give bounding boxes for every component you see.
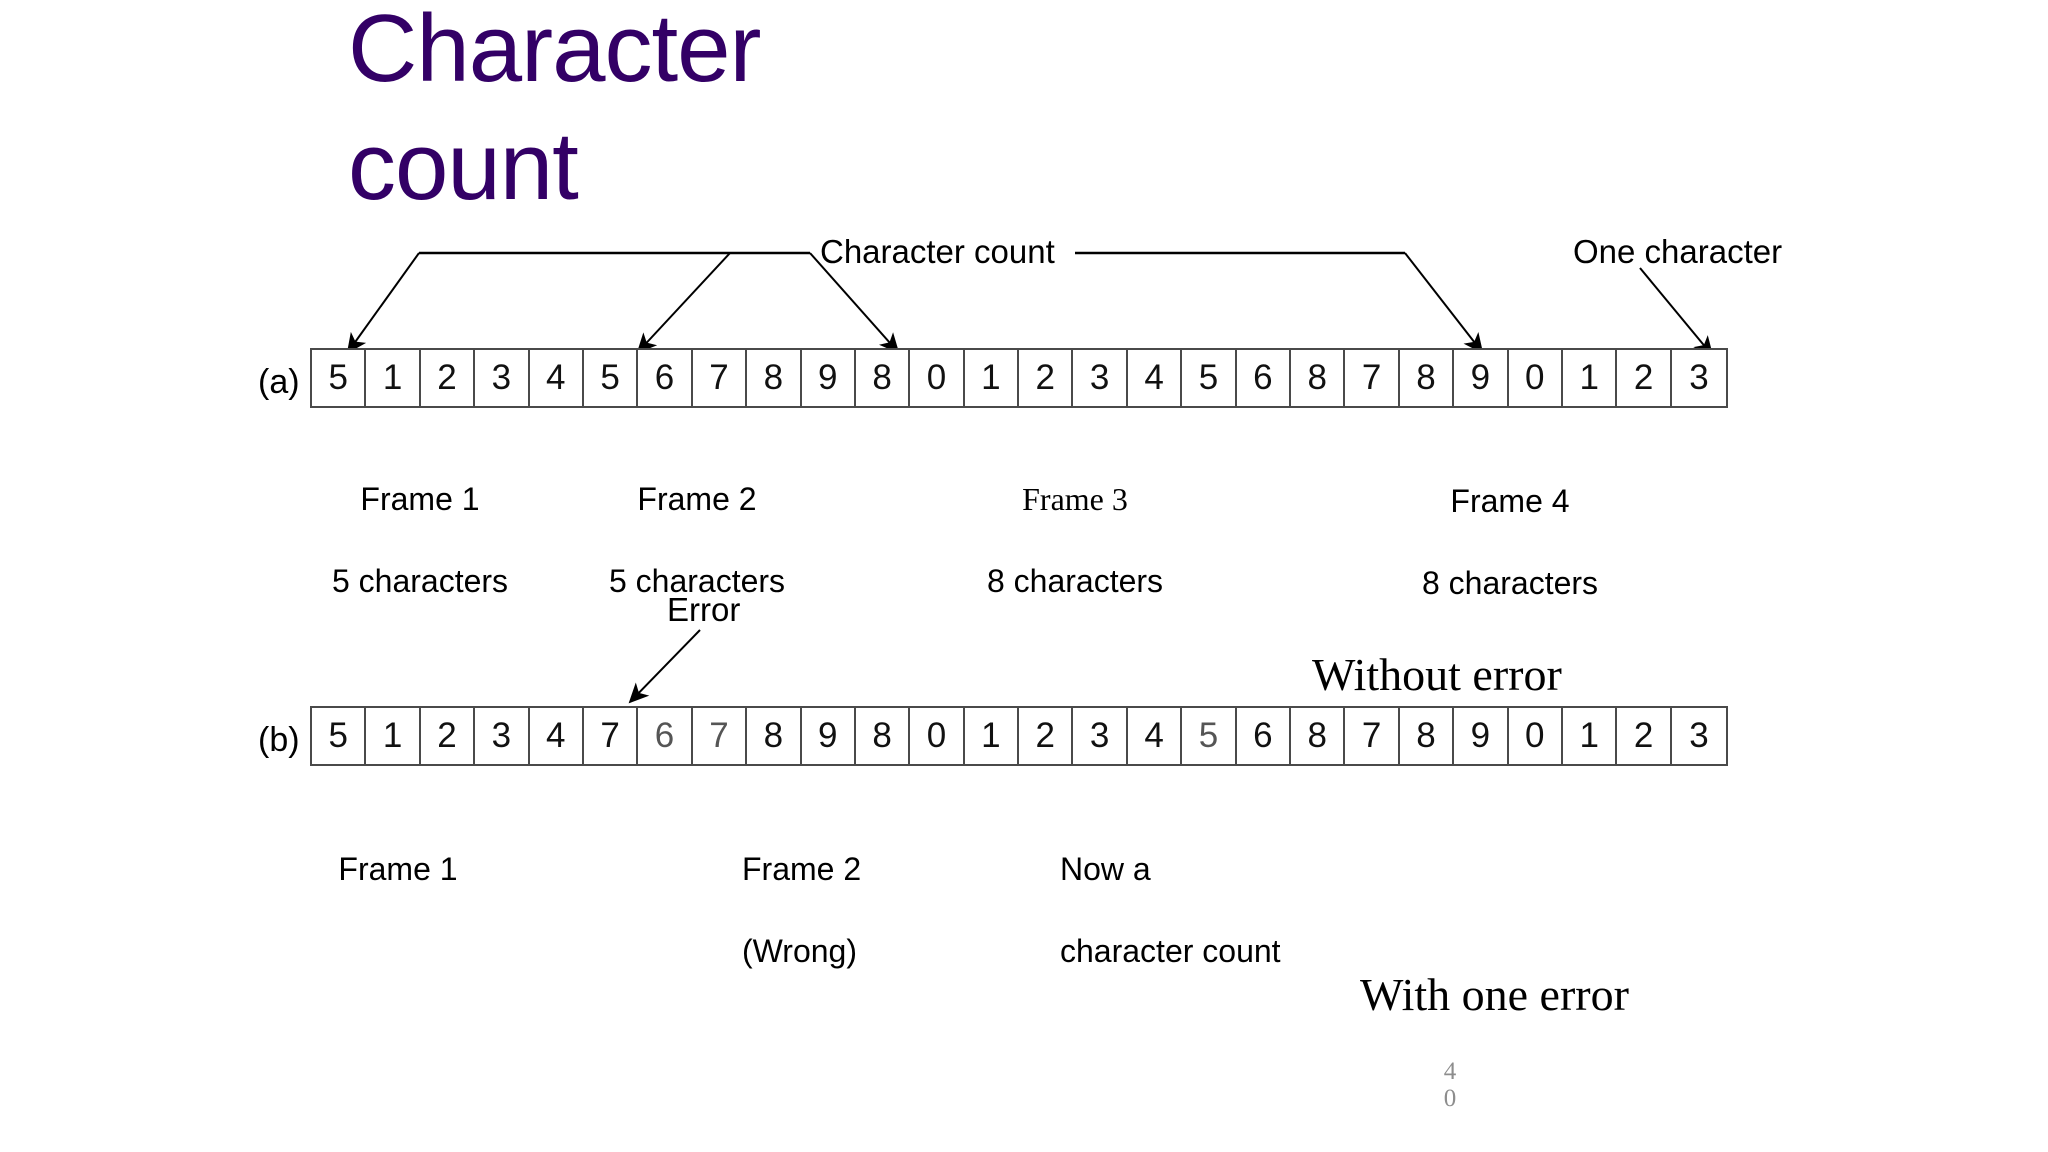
byte-cell: 3 (1689, 358, 1709, 397)
byte-cell: 9 (802, 350, 856, 406)
frame-caption-b-3: Now a character count (1060, 808, 1360, 1013)
byte-cell: 2 (1019, 350, 1074, 406)
byte-cell: 8 (747, 350, 802, 406)
byte-cell: 3 (1073, 350, 1128, 406)
byte-cell: 8 (1400, 350, 1455, 406)
byte-cell: 8 (747, 708, 802, 764)
byte-cell: 4 (530, 708, 584, 764)
byte-cell: 7 (1345, 350, 1400, 406)
byte-cell: 3 (475, 350, 530, 406)
byte-cell: 2 (421, 708, 476, 764)
byte-cell: 3 (1689, 716, 1709, 755)
byte-cell: 3 (475, 708, 530, 764)
annotation-error: Error (667, 591, 741, 628)
frame-count: 8 characters (1421, 565, 1599, 601)
byte-cell: 8 (1291, 708, 1346, 764)
frame-count: 5 characters (331, 563, 509, 599)
frame-caption-a-2: Frame 2 5 characters (577, 438, 817, 643)
frame-name: Frame 1 (360, 481, 480, 517)
byte-cell: 1 (1563, 708, 1618, 764)
frame-note-line2: character count (1060, 933, 1281, 969)
frame-name: Frame 4 (1450, 483, 1570, 519)
byte-cell: 9 (1454, 350, 1509, 406)
byte-cell: 0 (910, 350, 965, 406)
byte-cell: 9 (802, 708, 856, 764)
frame-note-line1: Now a (1060, 851, 1151, 887)
byte-cell: 7 (1345, 708, 1400, 764)
frame-name: Frame 2 (637, 481, 757, 517)
frame-caption-a-4: Frame 4 8 characters (1390, 440, 1630, 645)
frame-name: Frame 1 (338, 851, 458, 887)
byte-cell: 7 (584, 708, 639, 764)
byte-cell: 2 (1617, 708, 1672, 764)
byte-cell: 5 (1182, 350, 1237, 406)
annotation-one-character: One character (1573, 233, 1783, 270)
byte-cell: 9 (1454, 708, 1509, 764)
page-number: 4 0 (1443, 1058, 1457, 1112)
byte-cell: 0 (1509, 350, 1563, 406)
byte-cell: 1 (1563, 350, 1618, 406)
byte-cell: 4 (1128, 708, 1183, 764)
byte-cell: 1 (965, 350, 1020, 406)
byte-cell: 6 (638, 708, 693, 764)
row-label-a: (a) (258, 363, 300, 401)
byte-cell: 0 (910, 708, 965, 764)
byte-cell: 0 (1509, 708, 1563, 764)
byte-cell: 2 (1617, 350, 1672, 406)
page-title: Character count (348, 0, 762, 220)
byte-cell: 2 (421, 350, 476, 406)
byte-cell: 5 (1182, 708, 1237, 764)
frame-count: 8 characters (986, 563, 1164, 599)
frame-caption-b-1: Frame 1 (278, 808, 518, 931)
byte-cell: 1 (366, 350, 421, 406)
frame-caption-b-2: Frame 2 (Wrong) (742, 808, 1002, 1013)
byte-cell: 4 (1128, 350, 1183, 406)
byte-cell: 3 (1073, 708, 1128, 764)
byte-cell: 7 (693, 708, 748, 764)
byte-cell: 8 (856, 350, 911, 406)
byte-cell: 1 (366, 708, 421, 764)
byte-cell: 6 (1237, 350, 1292, 406)
byte-cell: 7 (693, 350, 748, 406)
byte-cell: 6 (1237, 708, 1292, 764)
byte-cell: 1 (965, 708, 1020, 764)
byte-cell: 8 (1291, 350, 1346, 406)
annotation-character-count: Character count (820, 233, 1055, 270)
byte-cell: 8 (1400, 708, 1455, 764)
frame-caption-a-1: Frame 1 5 characters (300, 438, 540, 643)
label-with-one-error: With one error (1360, 969, 1629, 1020)
byte-cell: 6 (638, 350, 693, 406)
frame-name: Frame 2 (742, 851, 862, 887)
frame-count: 5 characters (608, 563, 786, 599)
byte-cell: 5 (312, 350, 367, 406)
frame-name: Frame 3 (1022, 481, 1128, 517)
byte-cell: 5 (312, 708, 367, 764)
byte-cell: 4 (530, 350, 584, 406)
byte-cell: 2 (1019, 708, 1074, 764)
row-label-b: (b) (258, 721, 300, 759)
frame-note: (Wrong) (742, 933, 857, 969)
byte-cell: 5 (584, 350, 639, 406)
byte-cell: 8 (856, 708, 911, 764)
frame-caption-a-3: Frame 3 8 characters (955, 438, 1195, 643)
label-without-error: Without error (1312, 649, 1562, 700)
